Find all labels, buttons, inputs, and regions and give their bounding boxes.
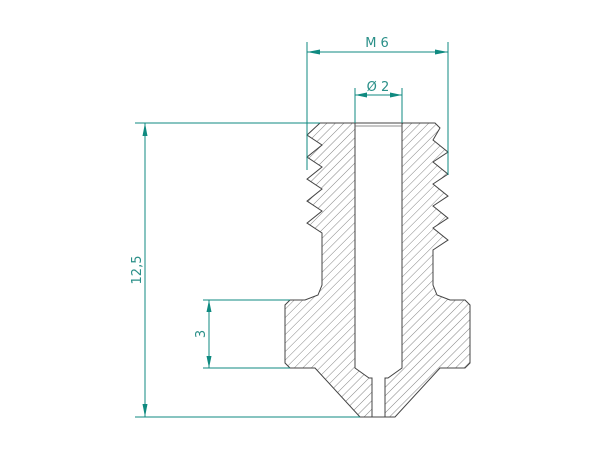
dimension-flange: 3 — [194, 299, 290, 369]
flange-height-label: 3 — [194, 330, 209, 338]
thread-size-label: M 6 — [365, 36, 389, 51]
dimension-length: 12,5 — [130, 122, 360, 418]
dimension-bore: Ø 2 — [354, 80, 403, 123]
total-length-label: 12,5 — [130, 256, 145, 285]
nozzle-section — [284, 122, 471, 418]
bore-diameter-label: Ø 2 — [367, 80, 390, 95]
dimension-m6: M 6 — [306, 36, 449, 175]
bore-hole — [354, 122, 403, 418]
